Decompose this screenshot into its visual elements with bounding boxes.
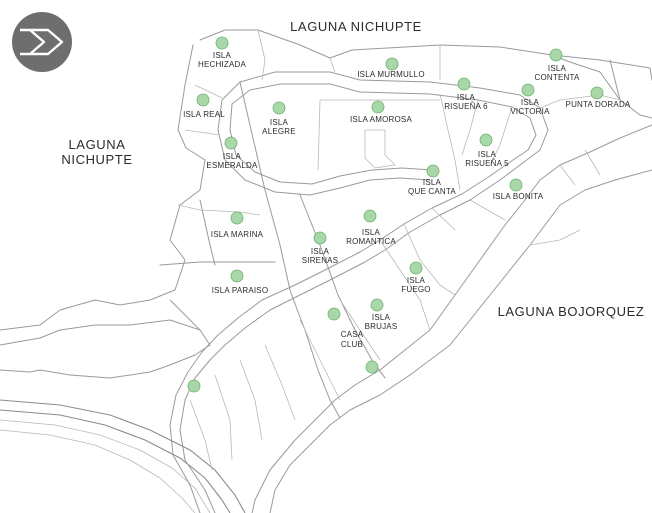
island-romantica[interactable]: ISLA ROMANTICA	[346, 209, 396, 246]
island-label-line: CLUB	[341, 340, 363, 349]
island-brujas[interactable]: ISLA BRUJAS	[365, 298, 398, 331]
island-label-line: PUNTA DORADA	[566, 100, 631, 109]
island-label-line: ESMERALDA	[206, 161, 258, 170]
island-marker[interactable]	[230, 211, 244, 225]
island-label-line: ISLA	[270, 118, 289, 127]
island-label-line: RISUEÑA 5	[465, 159, 509, 168]
island-fuego[interactable]: ISLA FUEGO	[401, 261, 431, 294]
island-label-line: ISLA PARAISO	[212, 286, 269, 295]
island-marker[interactable]	[187, 379, 201, 393]
island-punta-dorada[interactable]: PUNTA DORADA	[566, 86, 631, 109]
island-sirenas[interactable]: ISLA SIRENAS	[302, 231, 339, 265]
water-label-west-line1: LAGUNA	[68, 137, 125, 152]
island-label-line: SIRENAS	[302, 256, 339, 265]
coastline	[0, 29, 652, 513]
island-label-line: RISUEÑA 6	[444, 102, 488, 111]
water-label-east: LAGUNA BOJORQUEZ	[498, 304, 645, 319]
island-marker[interactable]	[426, 164, 440, 178]
water-labels: LAGUNA NICHUPTE LAGUNA NICHUPTE LAGUNA B…	[61, 19, 645, 319]
islands-layer: ISLA HECHIZADA ISLA MURMULLO ISLA CONTEN…	[183, 36, 631, 393]
island-marker[interactable]	[457, 77, 471, 91]
island-marker[interactable]	[196, 93, 210, 107]
island-label-line: ISLA	[213, 51, 232, 60]
island-murmullo[interactable]: ISLA MURMULLO	[357, 57, 425, 79]
island-unnamed-2[interactable]	[187, 379, 201, 393]
logo-circle	[12, 12, 72, 72]
island-label-line: ISLA MURMULLO	[357, 70, 425, 79]
island-risuena5[interactable]: ISLA RISUEÑA 5	[465, 133, 509, 168]
island-contenta[interactable]: ISLA CONTENTA	[534, 48, 580, 82]
island-label-line: CASA	[341, 330, 364, 339]
island-alegre[interactable]: ISLA ALEGRE	[262, 101, 296, 136]
island-label-line: ALEGRE	[262, 127, 296, 136]
logo	[12, 12, 72, 72]
island-label-line: ISLA	[548, 64, 567, 73]
island-label-line: ISLA BONITA	[493, 192, 544, 201]
island-que-canta[interactable]: ISLA QUE CANTA	[408, 164, 456, 196]
island-victoria[interactable]: ISLA VICTORIA	[510, 83, 550, 116]
island-marker[interactable]	[370, 298, 384, 312]
island-label-line: FUEGO	[401, 285, 430, 294]
arrow-right-circle-icon	[20, 28, 64, 56]
island-label-line: ISLA	[362, 228, 381, 237]
island-risuena6[interactable]: ISLA RISUEÑA 6	[444, 77, 488, 111]
island-unnamed-1[interactable]	[365, 360, 379, 374]
island-marker[interactable]	[313, 231, 327, 245]
island-label-line: BRUJAS	[365, 322, 398, 331]
island-label-line: ISLA	[407, 276, 426, 285]
island-label-line: HECHIZADA	[198, 60, 246, 69]
island-marker[interactable]	[371, 100, 385, 114]
water-label-north: LAGUNA NICHUPTE	[290, 19, 422, 34]
island-marina[interactable]: ISLA MARINA	[211, 211, 264, 239]
island-marker[interactable]	[224, 136, 238, 150]
island-marker[interactable]	[521, 83, 535, 97]
island-label-line: VICTORIA	[510, 107, 550, 116]
island-marker[interactable]	[385, 57, 399, 71]
island-amorosa[interactable]: ISLA AMOROSA	[350, 100, 412, 124]
island-real[interactable]: ISLA REAL	[183, 93, 225, 119]
island-label-line: CONTENTA	[534, 73, 579, 82]
island-marker[interactable]	[272, 101, 286, 115]
island-paraiso[interactable]: ISLA PARAISO	[212, 269, 269, 295]
highway	[0, 399, 246, 513]
island-label-line: ISLA	[372, 313, 391, 322]
island-marker[interactable]	[509, 178, 523, 192]
island-marker[interactable]	[363, 209, 377, 223]
island-label-line: ISLA REAL	[183, 110, 225, 119]
island-marker[interactable]	[215, 36, 229, 50]
island-marker[interactable]	[549, 48, 563, 62]
island-casa-club[interactable]: CASA CLUB	[327, 307, 364, 349]
island-marker[interactable]	[230, 269, 244, 283]
island-marker[interactable]	[365, 360, 379, 374]
island-label-line: ISLA AMOROSA	[350, 115, 412, 124]
island-label-line: ISLA	[478, 150, 497, 159]
island-marker[interactable]	[479, 133, 493, 147]
water-label-west-line2: NICHUPTE	[61, 152, 132, 167]
island-label-line: ISLA MARINA	[211, 230, 264, 239]
island-esmeralda[interactable]: ISLA ESMERALDA	[206, 136, 258, 170]
island-label-line: ISLA	[223, 152, 242, 161]
island-label-line: ROMANTICA	[346, 237, 396, 246]
island-bonita[interactable]: ISLA BONITA	[493, 178, 544, 201]
lot-divisions	[177, 29, 621, 471]
island-marker[interactable]	[327, 307, 341, 321]
island-label-line: ISLA	[521, 98, 540, 107]
island-label-line: ISLA	[423, 178, 442, 187]
island-label-line: ISLA	[457, 93, 476, 102]
island-marker[interactable]	[590, 86, 604, 100]
island-marker[interactable]	[409, 261, 423, 275]
island-label-line: QUE CANTA	[408, 187, 456, 196]
island-hechizada[interactable]: ISLA HECHIZADA	[198, 36, 246, 69]
island-label-line: ISLA	[311, 247, 330, 256]
